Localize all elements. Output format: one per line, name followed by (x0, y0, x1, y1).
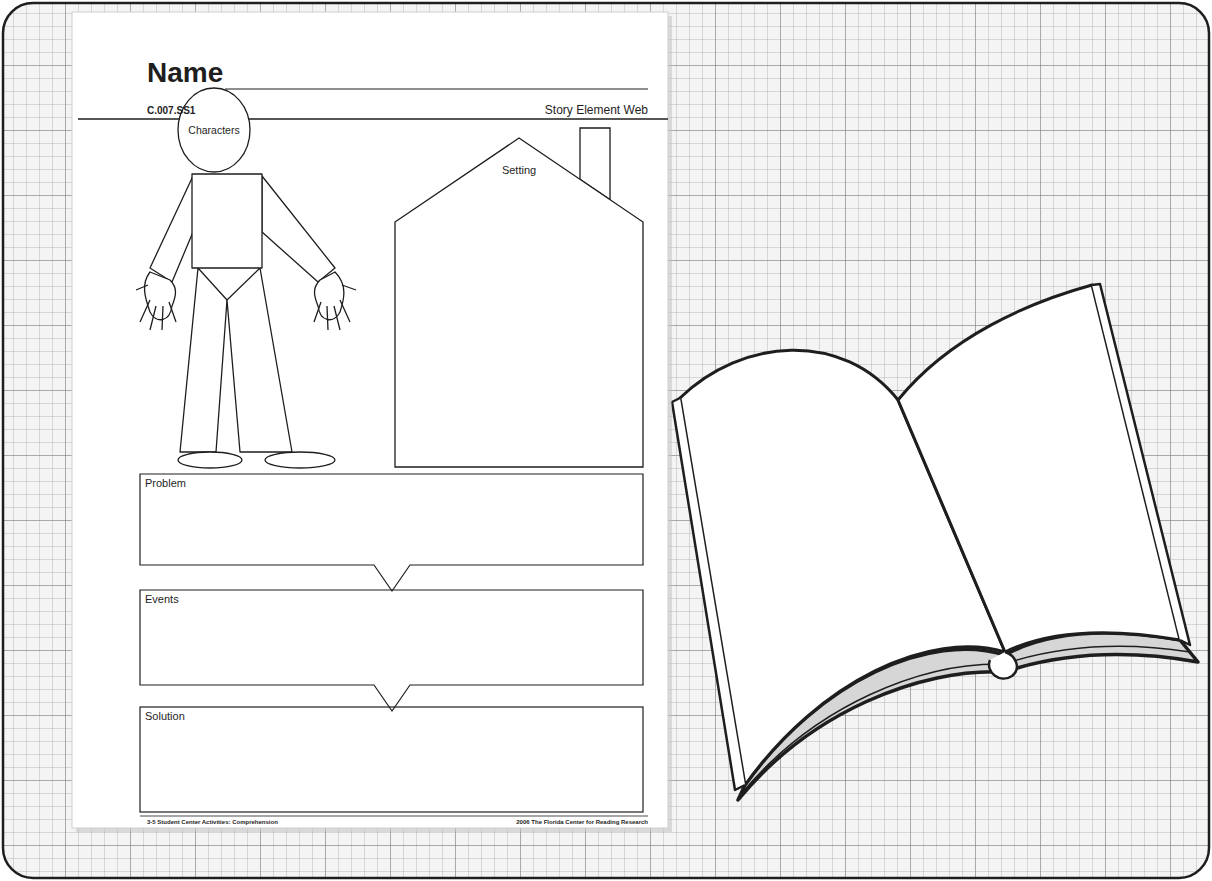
name-field-label: Name (147, 58, 223, 89)
graph-paper-frame (3, 3, 1209, 878)
name-underline (225, 88, 648, 89)
solution-box: Solution (140, 707, 643, 812)
sheet-title: Story Element Web (545, 104, 648, 117)
node-label: Events (145, 593, 179, 606)
box-outline (140, 707, 643, 812)
sheet-code: C.007.SS1 (147, 105, 195, 116)
footer-credit: 2006 The Florida Center for Reading Rese… (516, 819, 648, 826)
open-book (672, 284, 1198, 800)
character-head: Characters (178, 88, 250, 172)
node-shape (140, 590, 643, 711)
node-shape (140, 707, 643, 812)
setting-house: Setting (395, 128, 643, 467)
worksheet-paper (72, 12, 668, 828)
node-label: Solution (145, 710, 185, 723)
house-outline (395, 138, 643, 467)
box-outline (140, 474, 643, 591)
node-label: Problem (145, 477, 186, 490)
box-outline (140, 590, 643, 711)
footer-rule (140, 816, 648, 817)
header-rule (78, 118, 668, 120)
node-label: Characters (188, 124, 239, 137)
events-box: Events (140, 590, 643, 685)
footer-series: 3-5 Student Center Activities: Comprehen… (147, 819, 278, 826)
head-outline (178, 88, 250, 172)
character-figure (136, 174, 356, 468)
node-shape (140, 474, 643, 591)
problem-box: Problem (140, 474, 643, 565)
node-label: Setting (502, 164, 536, 177)
node-shape (395, 128, 643, 467)
